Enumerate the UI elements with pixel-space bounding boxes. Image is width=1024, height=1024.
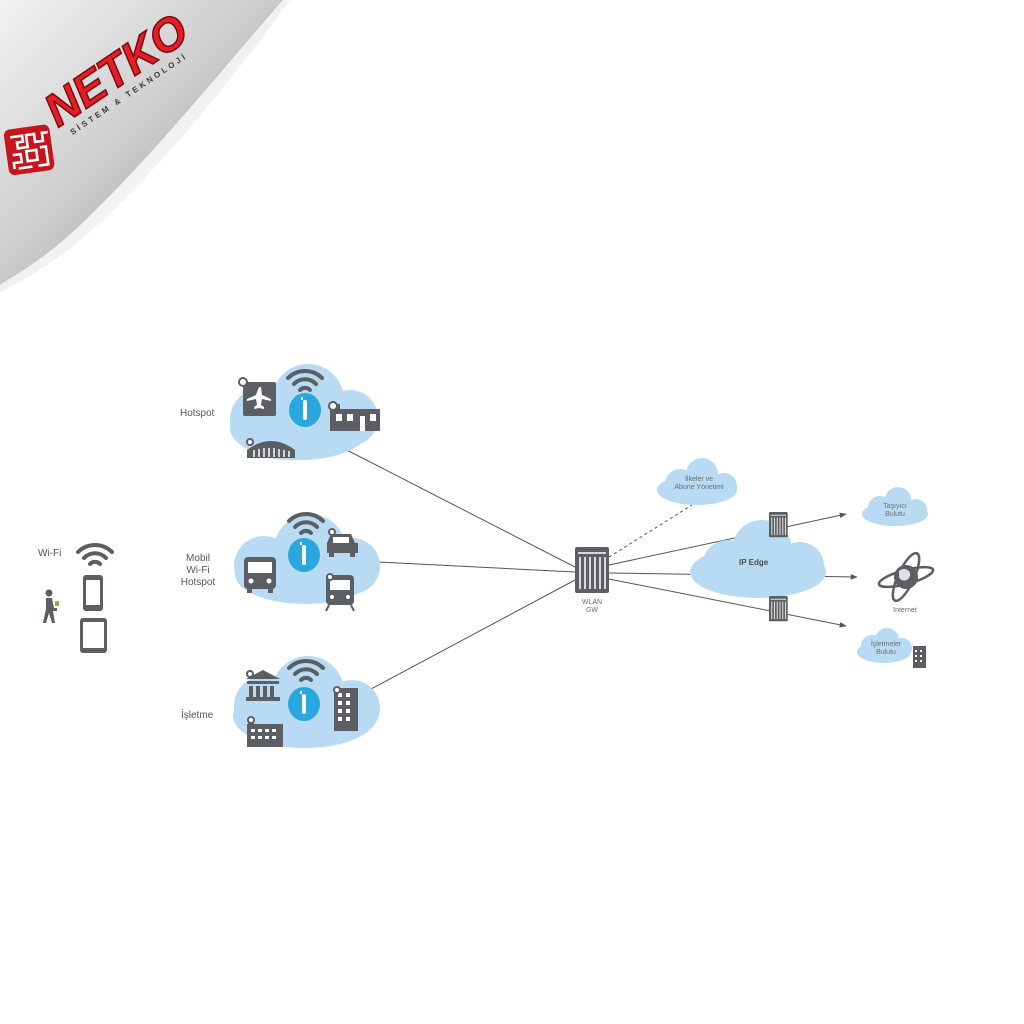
airport-icon xyxy=(238,377,276,416)
train-icon xyxy=(325,573,355,612)
bank-icon xyxy=(246,670,280,701)
tower-building-icon xyxy=(333,686,358,731)
client-wifi-icon xyxy=(76,542,114,566)
policies-line1: İlkeler ve xyxy=(684,476,713,483)
edge-router-bottom-icon xyxy=(769,596,788,622)
link-mobile-gw xyxy=(377,561,576,573)
enterprise-building-icon xyxy=(913,646,926,668)
link-hotspot-gw xyxy=(332,442,576,568)
carrier-cloud-label: Taşıyıcı Bulutu xyxy=(870,503,920,519)
ip-edge-label: IP Edge xyxy=(739,558,769,567)
netko-logo: NETKO SİSTEM & TEKNOLOJİ xyxy=(0,0,290,292)
wlan-gw-label: WLAN GW xyxy=(570,599,614,615)
tablet-icon xyxy=(80,618,107,653)
carrier-line2: Bulutu xyxy=(885,511,905,518)
link-business-gw xyxy=(357,579,576,697)
mobile-hotspot-label: Mobil Wi-Fi Hotspot xyxy=(172,553,224,589)
mobile-label-line1: Mobil xyxy=(186,553,210,564)
link-gw-carrier xyxy=(608,512,847,566)
edge-router-top-icon xyxy=(769,512,788,538)
carrier-cloud xyxy=(862,487,928,526)
carrier-line1: Taşıyıcı xyxy=(883,503,907,510)
client-wifi-label: Wi-Fi xyxy=(38,548,62,559)
internet-globe-icon xyxy=(877,551,935,603)
bus-icon xyxy=(244,557,276,593)
wlan-gw-line2: GW xyxy=(585,607,599,614)
shops-icon xyxy=(328,401,380,431)
policies-cloud xyxy=(657,458,737,505)
policies-label: İlkeler ve Abone Yönetimi xyxy=(657,476,741,492)
link-gw-enterprise xyxy=(608,578,847,628)
enterprise-cloud xyxy=(857,628,912,663)
enterprise-line1: İşletmeler xyxy=(870,641,902,648)
logo-emblem xyxy=(3,124,55,176)
stadium-icon xyxy=(246,438,295,458)
link-gw-policies xyxy=(608,504,693,558)
phone-icon xyxy=(83,575,103,611)
hotspot-label: Hotspot xyxy=(180,408,215,419)
wlan-gateway-icon xyxy=(575,547,609,593)
hotspot-access-point-icon xyxy=(289,393,321,427)
policies-line2: Abone Yönetimi xyxy=(674,484,724,491)
office-building-icon xyxy=(247,716,283,747)
wlan-gw-line1: WLAN xyxy=(581,599,603,606)
internet-label: Internet xyxy=(893,607,917,614)
business-label: İşletme xyxy=(181,710,214,721)
enterprise-cloud-label: İşletmeler Bulutu xyxy=(862,641,910,657)
car-icon xyxy=(327,528,358,557)
mobile-label-line3: Hotspot xyxy=(180,577,216,588)
ip-edge-cloud xyxy=(690,520,826,598)
enterprise-line2: Bulutu xyxy=(876,649,896,656)
mobile-access-point-icon xyxy=(288,538,320,572)
mobile-label-line2: Wi-Fi xyxy=(186,565,210,576)
business-access-point-icon xyxy=(288,687,320,721)
person-icon xyxy=(43,589,59,623)
